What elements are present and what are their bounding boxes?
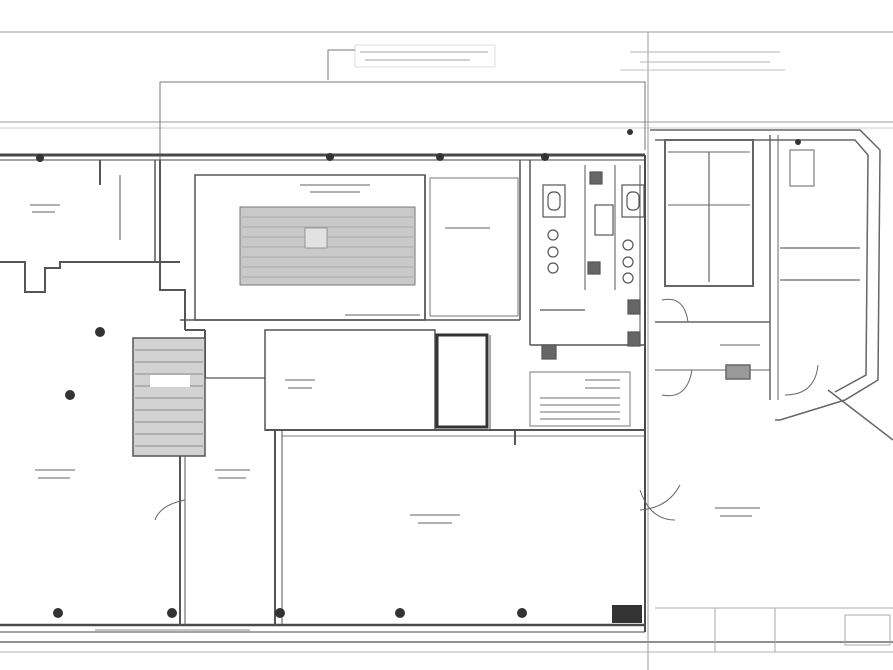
title-panel — [655, 607, 893, 652]
building-outline — [0, 153, 646, 633]
sheet-border — [0, 31, 893, 670]
structural-columns — [36, 129, 801, 623]
stair-left — [132, 337, 206, 457]
room-label-marks — [30, 184, 760, 631]
callout-top-center — [159, 44, 646, 160]
callout-top-right — [620, 51, 785, 71]
stair-right — [540, 379, 620, 420]
hatched-area-center — [239, 206, 416, 286]
right-annex — [154, 129, 893, 521]
restroom-fixtures — [540, 171, 645, 360]
